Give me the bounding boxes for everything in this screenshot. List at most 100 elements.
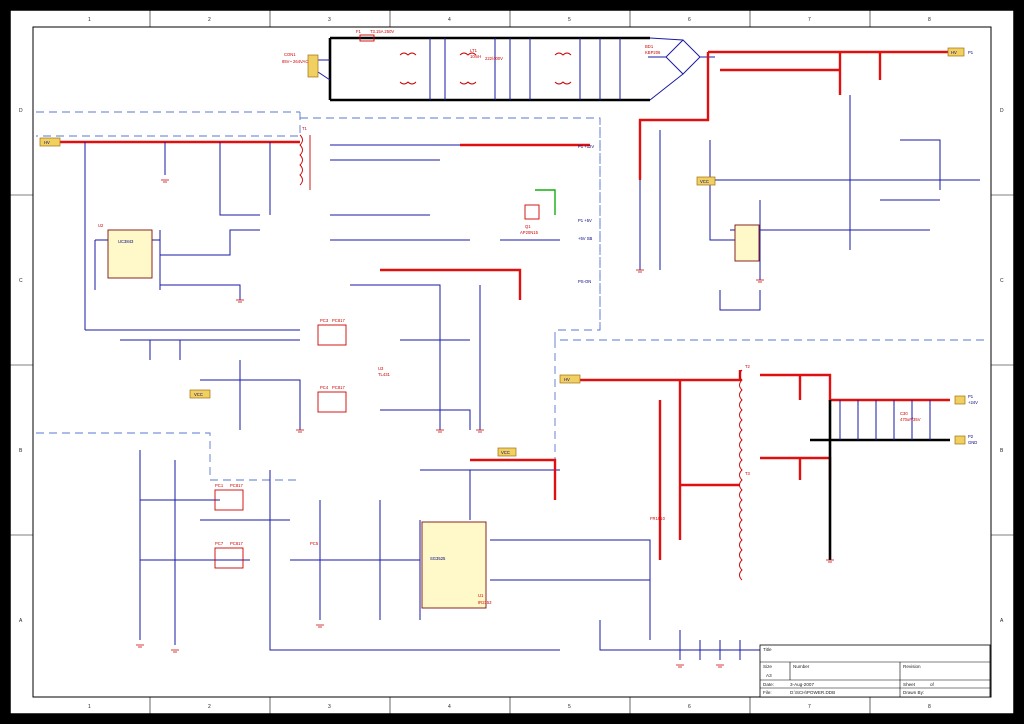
tb-size-label: Size bbox=[763, 664, 772, 669]
vcc-port-low bbox=[497, 447, 517, 457]
u1-ref: U1 bbox=[478, 593, 484, 598]
main-output: HV T2 T3 C30 470uF/35V FR1010 P1 +24V P2… bbox=[559, 50, 978, 581]
paper bbox=[9, 9, 1015, 715]
fuse-value: T3.15A 250V bbox=[370, 29, 394, 34]
zone-col-top-7: 7 bbox=[808, 17, 811, 23]
pc1-ref: PC1 bbox=[215, 483, 224, 488]
p1-5vsb-label: +5V SB bbox=[578, 236, 593, 241]
zone-col-bottom-4: 4 bbox=[448, 704, 451, 710]
u1-value: IR2153 bbox=[478, 600, 492, 605]
optocoupler-pc7 bbox=[214, 547, 244, 569]
main-converter: VCC U1 SG3525 IR2153 PC1 PC817 PC7 PC817… bbox=[139, 447, 760, 660]
tb-file-value: D:\SCH\POWER.DDB bbox=[790, 690, 835, 695]
vcc-port-mid-label: VCC bbox=[700, 179, 709, 184]
tb-file-label: File: bbox=[763, 690, 772, 695]
fuse bbox=[359, 34, 375, 42]
pc5-ref: PC5 bbox=[310, 541, 319, 546]
p1-12v-label: P1 +12V bbox=[578, 144, 594, 149]
pc3-value: PC817 bbox=[332, 318, 345, 323]
zone-col-bottom-3: 3 bbox=[328, 704, 331, 710]
optocoupler-pc4 bbox=[317, 391, 347, 413]
out-p1-port bbox=[954, 395, 966, 405]
tb-date-value: 3-Aug-2007 bbox=[790, 682, 814, 687]
zone-col-bottom-5: 5 bbox=[568, 704, 571, 710]
u1-name: SG3525 bbox=[430, 556, 446, 561]
bridge-rectifier: BD1 KBP206 bbox=[645, 37, 715, 101]
tb-sheet-label: Sheet bbox=[903, 682, 916, 687]
vcc-port-left-label: VCC bbox=[194, 392, 203, 397]
u2-ref: U2 bbox=[98, 223, 104, 228]
zone-col-bottom-8: 8 bbox=[928, 704, 931, 710]
top-out-label: P1 bbox=[968, 50, 974, 55]
pc4-ref: PC4 bbox=[320, 385, 329, 390]
tb-size-value: A3 bbox=[766, 673, 772, 678]
cy-value: 222/400V bbox=[485, 56, 503, 61]
hv-port-bottom bbox=[559, 374, 581, 384]
zone-row-left-B: B bbox=[19, 448, 23, 454]
vcc-port-low-label: VCC bbox=[501, 450, 510, 455]
u2-ic bbox=[107, 229, 153, 279]
output-cap-value: 470uF/35V bbox=[900, 417, 921, 422]
output-cap-ref: C30 bbox=[900, 411, 908, 416]
drawing-border bbox=[32, 26, 992, 698]
t3-ref: T3 bbox=[745, 471, 751, 476]
tb-date-label: Date: bbox=[763, 682, 774, 687]
zone-col-top-4: 4 bbox=[448, 17, 451, 23]
zone-col-top-3: 3 bbox=[328, 17, 331, 23]
section-dividers bbox=[36, 111, 985, 481]
bridge-value: KBP206 bbox=[645, 50, 661, 55]
zone-row-left-D: D bbox=[19, 108, 23, 114]
hv-port-top-label: HV bbox=[951, 50, 957, 55]
t1-ref: T1 bbox=[302, 126, 308, 131]
pc7-ref: PC7 bbox=[215, 541, 224, 546]
pfc-controller-ic bbox=[734, 224, 760, 262]
out-p2-gnd: GND bbox=[968, 440, 977, 445]
out-p2-port bbox=[954, 435, 966, 445]
aux-control: VCC bbox=[639, 95, 980, 311]
out-p2-label: P2 bbox=[968, 434, 974, 439]
optocoupler-pc3 bbox=[317, 324, 347, 346]
out-p1-label: P1 bbox=[968, 394, 974, 399]
input-connector-value: 85V~ 264VAC bbox=[282, 59, 308, 64]
zone-col-bottom-2: 2 bbox=[208, 704, 211, 710]
vcc-port-left bbox=[189, 389, 211, 399]
zone-row-left-C: C bbox=[19, 278, 23, 284]
u2-name: UC3843 bbox=[118, 239, 134, 244]
zone-col-bottom-7: 7 bbox=[808, 704, 811, 710]
standby-secondary: P1 +12V P1 +5V +5V SB PS-ON Q1 AP20N15 U… bbox=[330, 143, 594, 430]
zone-col-top-2: 2 bbox=[208, 17, 211, 23]
u3-name: TL431 bbox=[378, 372, 391, 377]
zone-col-bottom-1: 1 bbox=[88, 704, 91, 710]
zone-row-left-A: A bbox=[19, 618, 23, 624]
title-block: Title Size A3 Number Revision Date: 3-Au… bbox=[759, 644, 991, 698]
tb-sheet-value: of bbox=[930, 682, 935, 687]
lt1-value: 10mH bbox=[470, 54, 481, 59]
tb-revision-label: Revision bbox=[903, 664, 921, 669]
pc4-value: PC817 bbox=[332, 385, 345, 390]
bridge-ref: BD1 bbox=[645, 44, 654, 49]
zone-col-bottom-6: 6 bbox=[688, 704, 691, 710]
tb-number-label: Number bbox=[793, 664, 810, 669]
fuse-ref: F1 bbox=[356, 29, 362, 34]
mosfet-value: FR1010 bbox=[650, 516, 666, 521]
pc7-value: PC817 bbox=[230, 541, 243, 546]
zone-col-top-5: 5 bbox=[568, 17, 571, 23]
standby-primary: HV U2 UC3843 T1 PC3 PC817 PC4 PC817 VCC bbox=[39, 126, 347, 430]
hv-port-left-label: HV bbox=[44, 140, 50, 145]
zone-col-top-8: 8 bbox=[928, 17, 931, 23]
input-connector bbox=[307, 54, 319, 78]
lt1-ref: LT1 bbox=[470, 48, 478, 53]
vcc-port-mid bbox=[696, 176, 716, 186]
hv-port-left bbox=[39, 137, 61, 147]
zone-col-top-6: 6 bbox=[688, 17, 691, 23]
optocoupler-pc1 bbox=[214, 489, 244, 511]
zone-row-right-D: D bbox=[1000, 108, 1004, 114]
zone-row-right-A: A bbox=[1000, 618, 1004, 624]
hv-port-top bbox=[947, 47, 965, 57]
p1-5v-label: P1 +5V bbox=[578, 218, 592, 223]
q1-ref: Q1 bbox=[525, 224, 531, 229]
tb-title-label: Title bbox=[763, 647, 772, 652]
tb-drawn-label: Drawn By: bbox=[903, 690, 924, 695]
q1-value: AP20N15 bbox=[520, 230, 539, 235]
hv-port-bottom-label: HV bbox=[564, 377, 570, 382]
